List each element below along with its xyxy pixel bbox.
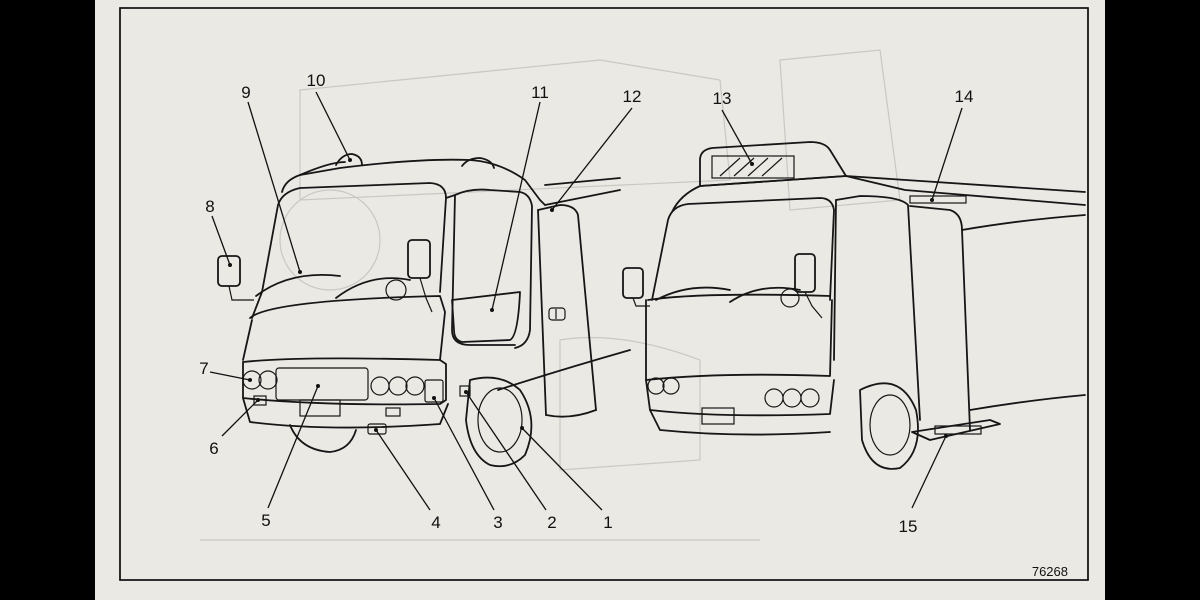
figure-number: 76268 xyxy=(1032,564,1068,579)
bus-diagram: 1 2 3 4 5 6 7 8 9 10 11 12 13 14 15 7626… xyxy=(119,7,1089,581)
callout-5: 5 xyxy=(261,511,270,530)
page-frame xyxy=(119,7,1089,581)
manual-page: 1 2 3 4 5 6 7 8 9 10 11 12 13 14 15 7626… xyxy=(95,0,1105,600)
callout-12: 12 xyxy=(623,87,642,106)
callout-14: 14 xyxy=(955,87,974,106)
callout-6: 6 xyxy=(209,439,218,458)
callout-13: 13 xyxy=(713,89,732,108)
callout-8: 8 xyxy=(205,197,214,216)
callout-15: 15 xyxy=(899,517,918,536)
callout-3: 3 xyxy=(493,513,502,532)
callout-9: 9 xyxy=(241,83,250,102)
callout-7: 7 xyxy=(199,359,208,378)
rear-bus-right xyxy=(622,141,1086,470)
callout-2: 2 xyxy=(547,513,556,532)
front-bus-left xyxy=(217,153,631,468)
callout-1: 1 xyxy=(603,513,612,532)
callout-labels: 1 2 3 4 5 6 7 8 9 10 11 12 13 14 15 xyxy=(199,71,973,536)
leader-lines xyxy=(209,91,963,511)
callout-10: 10 xyxy=(307,71,326,90)
callout-11: 11 xyxy=(531,83,549,102)
callout-4: 4 xyxy=(431,513,440,532)
